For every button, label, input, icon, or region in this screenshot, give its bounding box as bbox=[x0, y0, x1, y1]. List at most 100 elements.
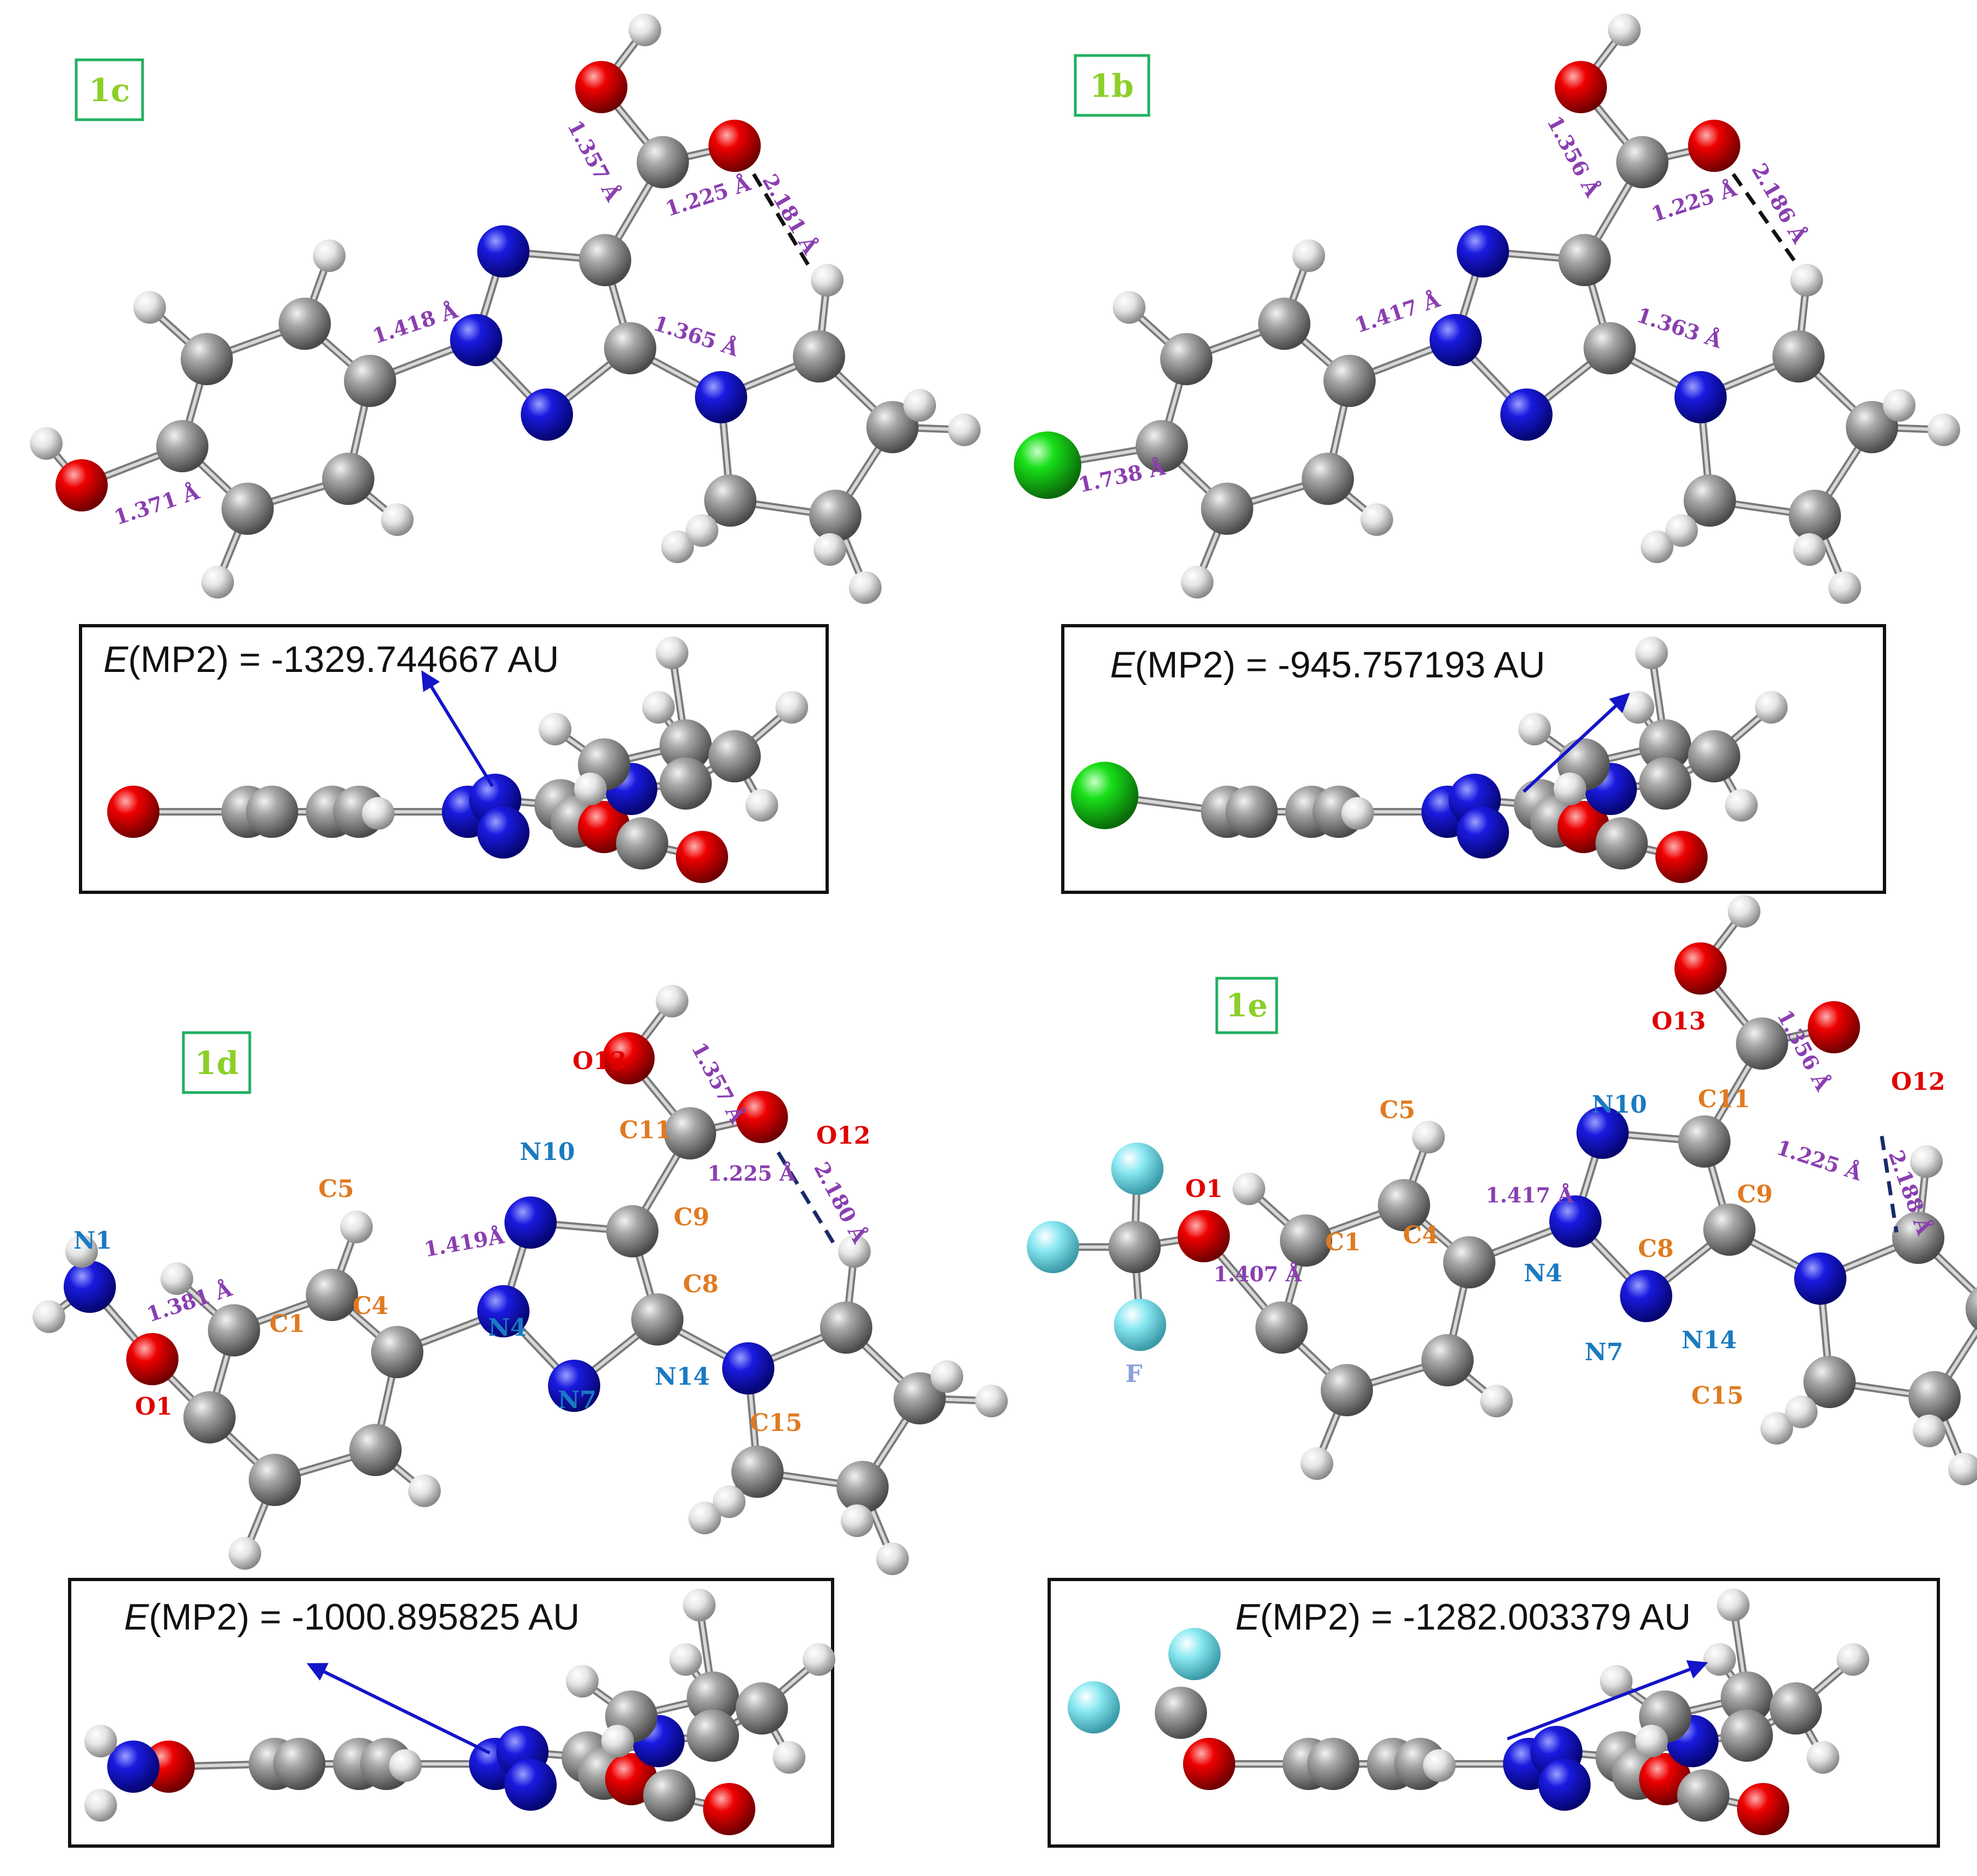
carbon-atom bbox=[156, 420, 208, 472]
hydrogen-atom bbox=[574, 773, 607, 805]
hydrogen-atom bbox=[948, 414, 981, 446]
hydrogen-atom bbox=[1910, 1145, 1943, 1178]
carbon-atom bbox=[637, 136, 689, 188]
carbon-atom bbox=[344, 355, 396, 407]
carbon-atom bbox=[1846, 401, 1898, 453]
nitrogen-atom bbox=[1457, 225, 1509, 277]
hydrogen-atom bbox=[713, 1485, 746, 1518]
atom-label: C15 bbox=[750, 1409, 802, 1437]
carbon-atom bbox=[1596, 817, 1648, 869]
hydrogen-atom bbox=[838, 1235, 871, 1268]
hydrogen-atom bbox=[1837, 1643, 1869, 1676]
atom-label: C11 bbox=[619, 1116, 672, 1144]
hydrogen-atom bbox=[1635, 637, 1668, 669]
nitrogen-atom bbox=[1576, 1107, 1629, 1159]
atom-label: C9 bbox=[674, 1204, 710, 1231]
energy-text: E(MP2) = -1282.003379 AU bbox=[1235, 1596, 1691, 1638]
hydrogen-atom bbox=[683, 1589, 716, 1621]
nitrogen-atom bbox=[477, 806, 529, 859]
hydrogen-atom bbox=[33, 1300, 65, 1333]
atom-label: C1 bbox=[1325, 1229, 1361, 1256]
hydrogen-atom bbox=[1793, 533, 1826, 566]
hydrogen-atom bbox=[688, 1502, 721, 1534]
hydrogen-atom bbox=[1790, 264, 1823, 297]
carbon-atom bbox=[249, 1454, 301, 1506]
hydrogen-atom bbox=[1301, 1447, 1333, 1480]
hydrogen-atom bbox=[1600, 1665, 1633, 1698]
dipole-arrow-1d bbox=[306, 1663, 491, 1755]
carbon-atom bbox=[1302, 453, 1354, 505]
hbond-1c bbox=[752, 173, 813, 270]
carbon-atom bbox=[279, 298, 331, 350]
dipole-arrow-1c bbox=[421, 670, 494, 787]
nitrogen-atom bbox=[1457, 806, 1509, 859]
fluorine-atom bbox=[1168, 1628, 1221, 1680]
carbon-atom bbox=[1280, 1214, 1332, 1267]
hydrogen-atom bbox=[1913, 1415, 1945, 1447]
carbon-atom bbox=[273, 1738, 325, 1790]
atom-label: N14 bbox=[1682, 1326, 1736, 1354]
nitrogen-atom bbox=[504, 1196, 557, 1249]
distance-label: 1.407 Å bbox=[1214, 1262, 1302, 1286]
carbon-atom bbox=[349, 1424, 402, 1476]
oxygen-atom bbox=[107, 786, 159, 838]
nitrogen-atom bbox=[1674, 371, 1727, 423]
atom-label: C11 bbox=[1698, 1085, 1750, 1113]
atom-label: N10 bbox=[520, 1138, 575, 1166]
tag-1e: 1e bbox=[1215, 977, 1278, 1034]
hydrogen-atom bbox=[811, 264, 843, 297]
hydrogen-atom bbox=[1725, 789, 1758, 822]
carbon-atom bbox=[836, 1461, 889, 1513]
carbon-atom bbox=[1323, 355, 1376, 407]
hydrogen-atom bbox=[1807, 1741, 1839, 1774]
atom-label: N7 bbox=[1585, 1338, 1623, 1366]
hydrogen-atom bbox=[642, 691, 675, 724]
distance-label: 1.417 Å bbox=[1352, 287, 1443, 338]
atom-label: O13 bbox=[572, 1047, 627, 1075]
hbond-1e bbox=[1880, 1136, 1899, 1233]
carbon-atom bbox=[1703, 1204, 1756, 1256]
dipole-arrow-1b bbox=[1522, 693, 1630, 793]
hydrogen-atom bbox=[814, 533, 846, 566]
carbon-atom bbox=[1677, 1769, 1729, 1822]
carbon-atom bbox=[1155, 1687, 1207, 1739]
atom-label: N1 bbox=[73, 1227, 112, 1255]
hydrogen-atom bbox=[656, 985, 688, 1017]
distance-label: 1.371 Å bbox=[111, 479, 202, 530]
hydrogen-atom bbox=[1341, 797, 1374, 830]
oxygen-atom bbox=[1183, 1738, 1235, 1790]
hydrogen-atom bbox=[1883, 389, 1916, 422]
hydrogen-atom bbox=[975, 1385, 1008, 1417]
oxygen-atom bbox=[1688, 120, 1740, 172]
hydrogen-atom bbox=[1181, 566, 1214, 598]
hydrogen-atom bbox=[30, 427, 63, 460]
hydrogen-atom bbox=[539, 713, 571, 745]
hydrogen-atom bbox=[1113, 291, 1145, 324]
hydrogen-atom bbox=[1641, 530, 1673, 563]
hydrogen-atom bbox=[408, 1474, 441, 1507]
hydrogen-atom bbox=[1608, 14, 1641, 46]
oxygen-atom bbox=[1555, 61, 1607, 113]
carbon-atom bbox=[1684, 474, 1736, 527]
carbon-atom bbox=[1225, 786, 1278, 838]
hydrogen-atom bbox=[313, 239, 346, 272]
hydrogen-atom bbox=[931, 1360, 963, 1393]
atom-label: O1 bbox=[1185, 1175, 1223, 1203]
hydrogen-atom bbox=[1828, 571, 1861, 604]
hydrogen-atom bbox=[84, 1789, 117, 1822]
carbon-atom bbox=[709, 730, 761, 782]
atom-label: C8 bbox=[1638, 1235, 1674, 1263]
carbon-atom bbox=[1721, 1710, 1773, 1762]
atom-label: C5 bbox=[318, 1175, 354, 1203]
hydrogen-atom bbox=[1728, 895, 1760, 928]
tag-label: 1b bbox=[1090, 67, 1134, 104]
nitrogen-atom bbox=[107, 1741, 159, 1793]
tag-1c: 1c bbox=[75, 58, 144, 121]
carbon-atom bbox=[631, 1293, 683, 1346]
nitrogen-atom bbox=[1794, 1252, 1846, 1305]
distance-label: 1.225 Å bbox=[1773, 1135, 1865, 1186]
hbond-1d bbox=[777, 1151, 837, 1247]
hydrogen-atom bbox=[1480, 1385, 1513, 1417]
hydrogen-atom bbox=[1948, 1453, 1977, 1485]
